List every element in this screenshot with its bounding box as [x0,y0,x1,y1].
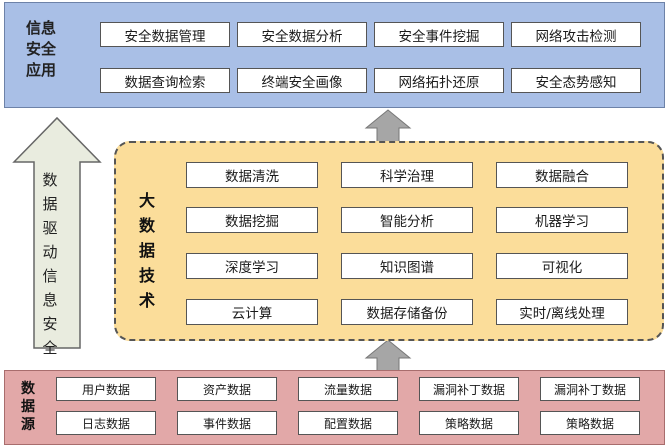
tech-item: 数据存储备份 [341,299,473,325]
app-item: 网络攻击检测 [511,22,641,47]
source-item: 事件数据 [177,411,277,435]
tech-item: 数据挖掘 [186,207,318,233]
app-item: 安全态势感知 [511,68,641,93]
tech-item: 可视化 [496,253,628,279]
data-driven-arrow [12,116,102,349]
info-security-app-title: 信息 安全 应用 [25,19,56,79]
tech-item: 机器学习 [496,207,628,233]
source-item: 配置数据 [298,411,398,435]
source-item: 漏洞补丁数据 [419,377,519,401]
app-item: 数据查询检索 [100,68,230,93]
tech-item: 实时/离线处理 [496,299,628,325]
app-item: 网络拓扑还原 [374,68,504,93]
app-item: 安全数据管理 [100,22,230,47]
app-item: 终端安全画像 [237,68,367,93]
app-item: 安全数据分析 [237,22,367,47]
big-data-tech-title: 大 数 据 技 术 [138,191,155,310]
source-item: 策略数据 [419,411,519,435]
source-item: 流量数据 [298,377,398,401]
app-item: 安全事件挖掘 [374,22,504,47]
source-item: 漏洞补丁数据 [540,377,640,401]
tech-item: 科学治理 [341,162,473,188]
source-item: 资产数据 [177,377,277,401]
source-item: 用户数据 [56,377,156,401]
source-item: 日志数据 [56,411,156,435]
tech-item: 知识图谱 [341,253,473,279]
tech-item: 深度学习 [186,253,318,279]
tech-item: 云计算 [186,299,318,325]
up-arrow-top [364,109,412,143]
tech-item: 数据清洗 [186,162,318,188]
up-arrow-bottom [364,339,412,372]
source-item: 策略数据 [540,411,640,435]
data-source-title: 数 据 源 [21,381,35,433]
tech-item: 数据融合 [496,162,628,188]
tech-item: 智能分析 [341,207,473,233]
data-driven-label: 数 据 驱 动 信 息 安 全 [42,171,58,357]
